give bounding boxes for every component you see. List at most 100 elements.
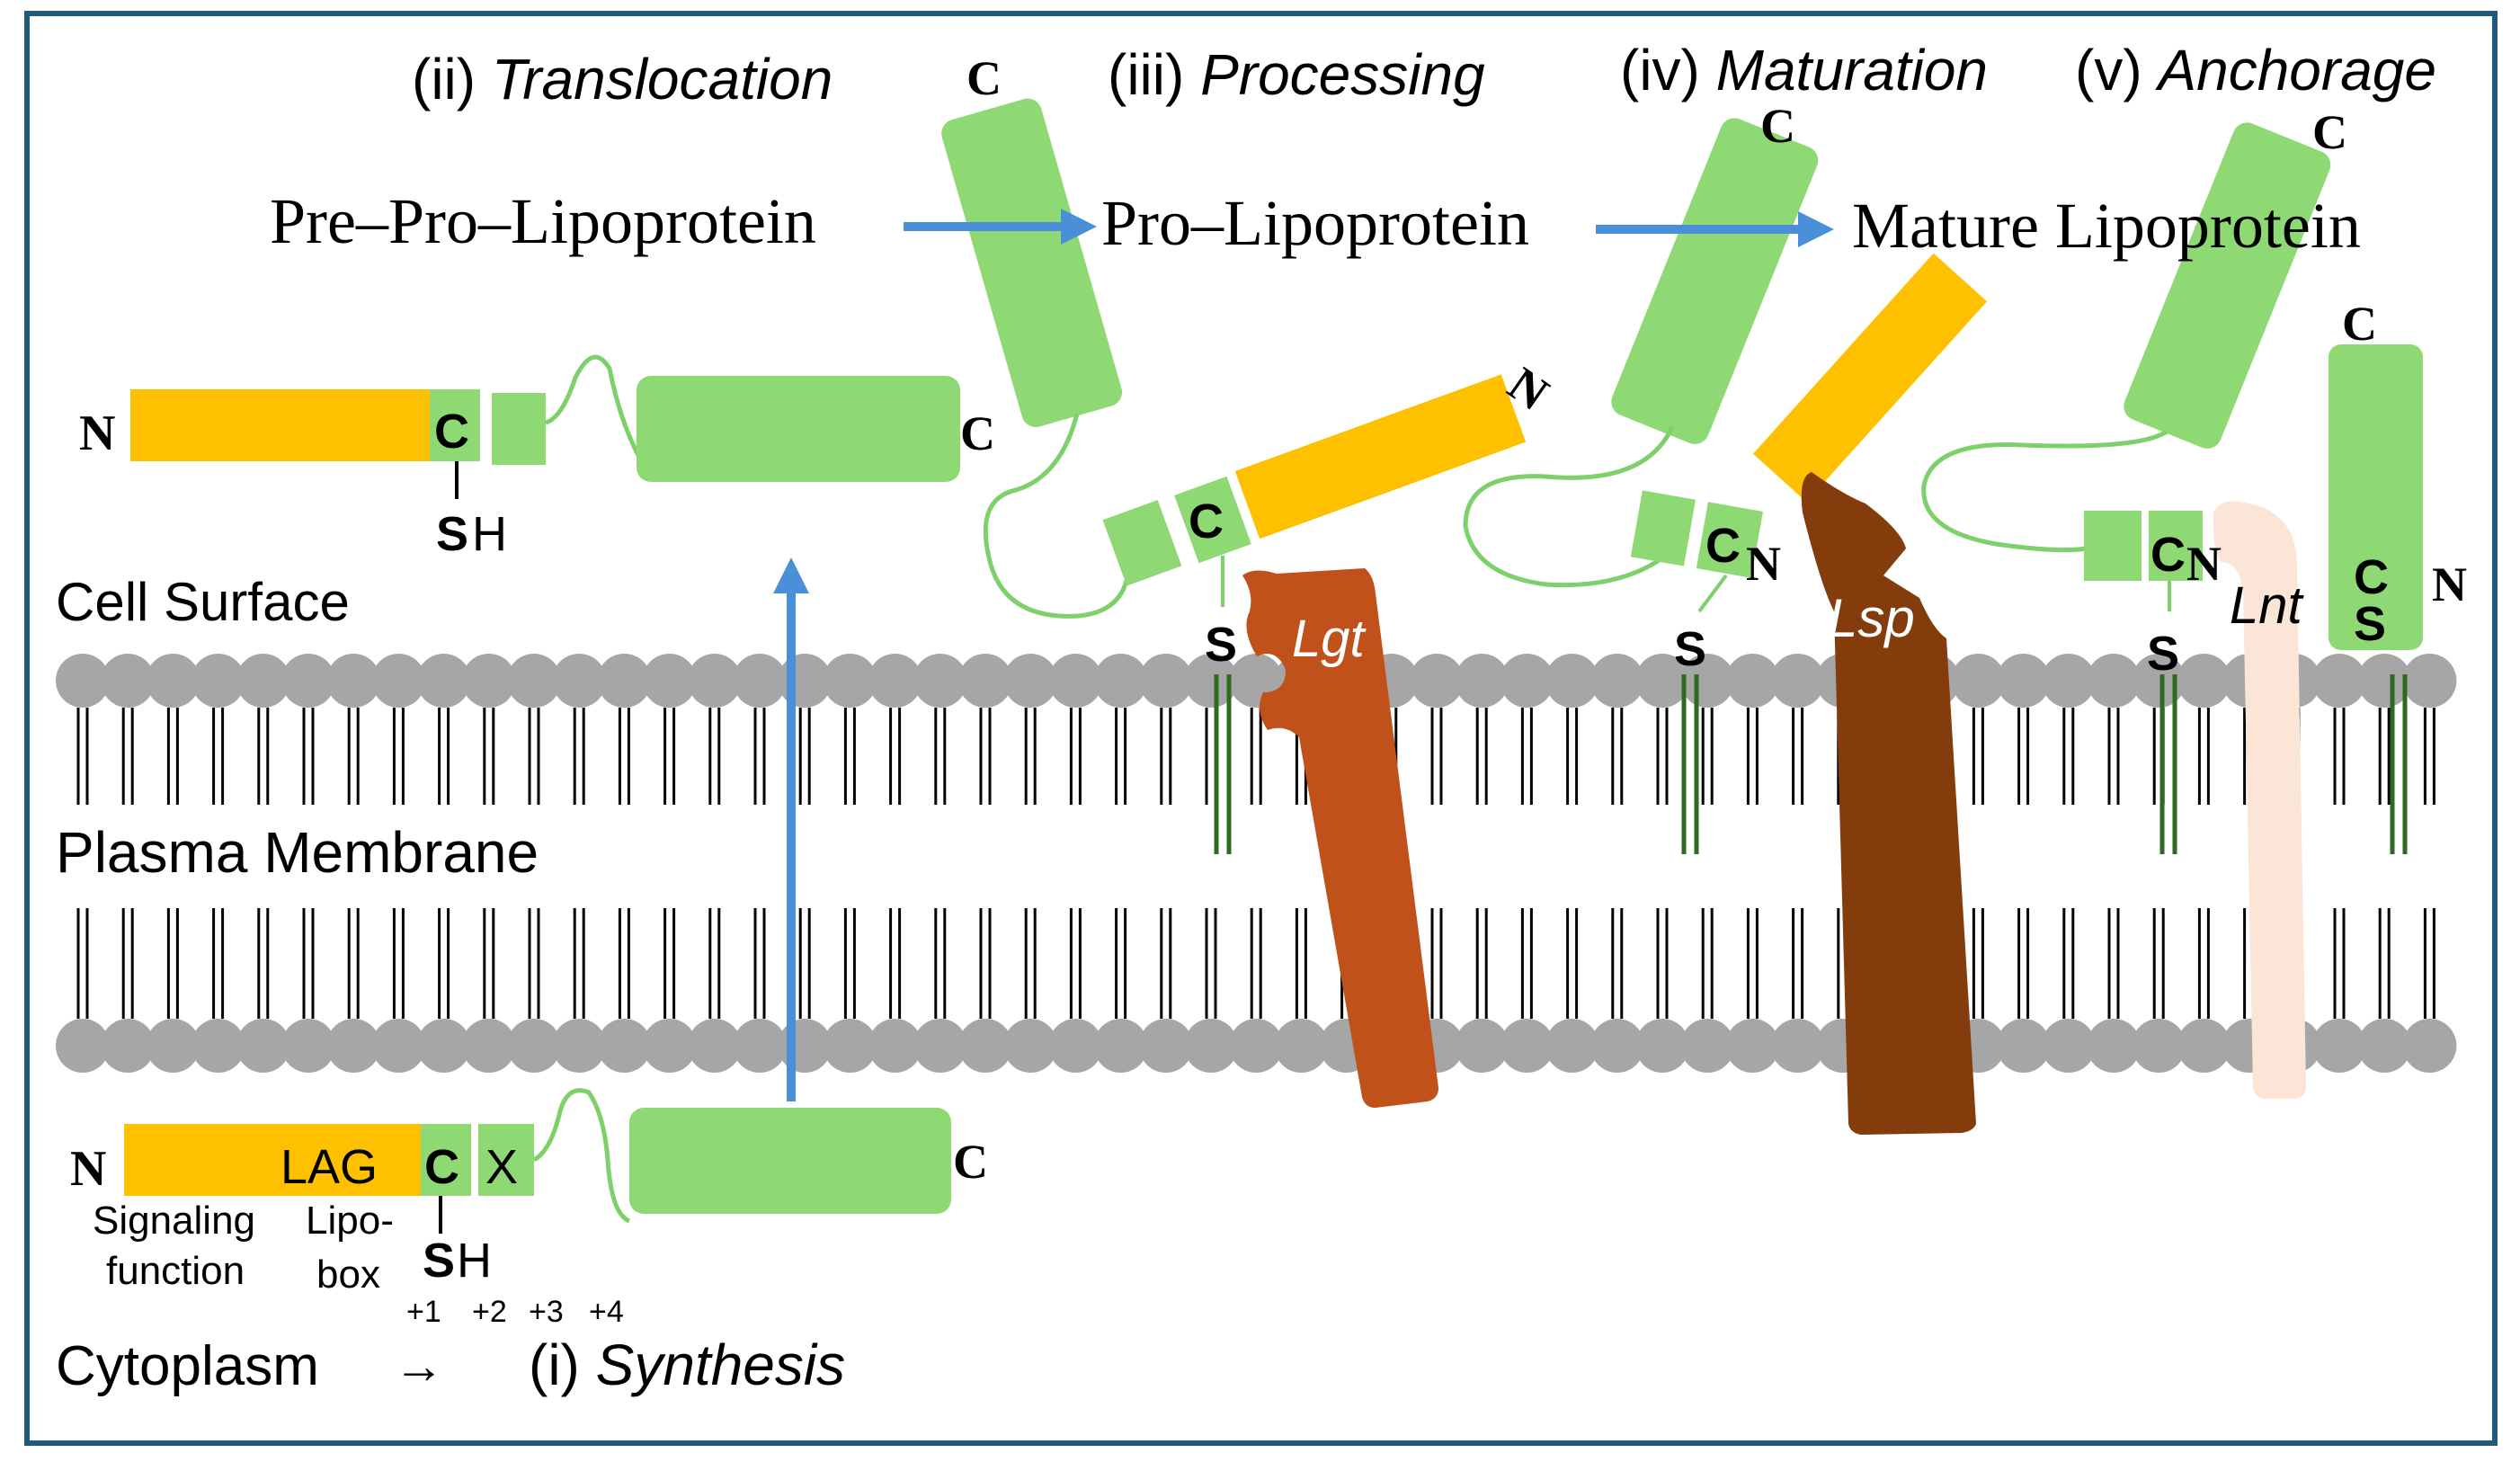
lipid-head: [2041, 1019, 2096, 1073]
lipid-head: [1725, 1019, 1780, 1073]
hydrogen-label-2: H: [472, 507, 507, 561]
lipid-head: [2087, 654, 2141, 708]
lipid-head: [1725, 654, 1780, 708]
svg-text:(iii) Processing: (iii) Processing: [1108, 42, 1485, 107]
stage-name-anchorage: Anchorage: [2154, 38, 2436, 103]
lgt-enzyme: [1242, 568, 1438, 1108]
lipid-head: [1545, 654, 1599, 708]
lipid-head: [1589, 1019, 1644, 1073]
lipid-head: [507, 1019, 561, 1073]
lipid-head: [597, 654, 652, 708]
lipid-head: [101, 654, 156, 708]
lipid-head: [191, 1019, 245, 1073]
lipid-head: [1455, 654, 1509, 708]
c-terminus-label-anchored: C: [2342, 297, 2377, 351]
cell-surface-label: Cell Surface: [56, 572, 350, 632]
lipid-head: [2087, 1019, 2141, 1073]
signaling-label-2: function: [106, 1249, 245, 1293]
stage-name-translocation: Translocation: [492, 47, 833, 111]
lipid-head: [1996, 654, 2051, 708]
sulfur-label-iii: S: [1205, 618, 1237, 672]
lsp-label: Lsp: [1828, 588, 1915, 648]
lipid-head: [2041, 654, 2096, 708]
stage-title-synthesis: (i) Synthesis: [529, 1333, 845, 1397]
x-box-iii: [1102, 500, 1182, 586]
lnt-label: Lnt: [2230, 576, 2305, 635]
anchorage-complex: [1921, 122, 2423, 1099]
lipid-head: [1589, 654, 1644, 708]
lipid-head: [1996, 1019, 2051, 1073]
lipid-head: [416, 654, 471, 708]
lipid-head: [2312, 654, 2366, 708]
linker-strand-iii: [983, 413, 1131, 619]
x-box-iv: [1630, 490, 1696, 566]
lipid-head: [507, 654, 561, 708]
mature-domain-2: [637, 376, 960, 482]
c-terminus-label-iv: C: [1760, 99, 1795, 153]
lipid-head: [1003, 1019, 1058, 1073]
processing-complex: [941, 98, 1527, 1108]
cys-label-iv: C: [1705, 519, 1741, 573]
anchored-lipoprotein: [2329, 344, 2423, 650]
lipobox-x-box: [478, 1124, 534, 1196]
lipid-head: [733, 1019, 787, 1073]
position-plus1: +1: [406, 1295, 441, 1329]
n-terminus-label-anchored: N: [2432, 557, 2467, 611]
cysteine-box-iv: [1696, 502, 1763, 578]
cysteine-box-2: [430, 389, 480, 461]
lipid-head: [868, 1019, 922, 1073]
lipobox-label-1: Lipo-: [306, 1199, 394, 1243]
lipid-head: [913, 1019, 967, 1073]
x-box-v: [2084, 511, 2142, 581]
cysteine-box-v: [2149, 511, 2203, 581]
plasma-membrane-label: Plasma Membrane: [56, 820, 539, 885]
lipid-head: [1184, 1019, 1238, 1073]
lipid-head: [371, 1019, 426, 1073]
sulfur-label-2: S: [436, 507, 468, 561]
lipid-head: [552, 654, 607, 708]
lipid-head: [823, 654, 877, 708]
stage-name-maturation: Maturation: [1716, 38, 1988, 103]
lipid-head: [281, 654, 335, 708]
lipid-head: [1048, 654, 1103, 708]
stage-title-processing: (iii) Processing: [1108, 42, 1485, 107]
lnt-enzyme: [2213, 501, 2306, 1099]
lipid-head: [461, 654, 516, 708]
stage-name-synthesis: Synthesis: [596, 1333, 845, 1397]
lipid-head: [1274, 1019, 1329, 1073]
cys-sidechain-iv: [1697, 574, 1728, 613]
lipid-head: [958, 654, 1012, 708]
lipid-head: [2132, 1019, 2186, 1073]
sulfur-label: S: [423, 1234, 455, 1288]
lipid-head: [2357, 654, 2412, 708]
maturation-complex: [1463, 118, 1988, 1135]
stage-name-processing: Processing: [1200, 42, 1485, 107]
cys-label-2: C: [434, 405, 469, 459]
lipid-head: [101, 1019, 156, 1073]
svg-text:(v) Anchorage: (v) Anchorage: [2075, 38, 2436, 103]
pre-pro-lipoprotein-cytoplasmic: [124, 1088, 951, 1234]
lipid-head: [416, 1019, 471, 1073]
signal-peptide: [124, 1124, 421, 1196]
lipid-head: [2177, 654, 2231, 708]
lipid-head: [1635, 654, 1689, 708]
svg-text:(iv) Maturation: (iv) Maturation: [1620, 38, 1988, 103]
lipid-head: [1500, 1019, 1554, 1073]
linker-strand: [532, 1088, 631, 1224]
pro-lipoprotein-label: Pro–Lipoprotein: [1101, 187, 1529, 259]
signaling-label-1: Signaling: [93, 1199, 255, 1243]
cytoplasm-label: Cytoplasm: [56, 1335, 319, 1397]
lipid-head: [56, 1019, 110, 1073]
pre-pro-lipoprotein-label: Pre–Pro–Lipoprotein: [270, 185, 816, 257]
position-plus2: +2: [472, 1295, 507, 1329]
signal-peptide-2: [130, 389, 430, 461]
stage-number-v: (v): [2075, 38, 2142, 103]
signal-peptide-iii: [1234, 374, 1527, 539]
x-label: X: [485, 1140, 518, 1194]
lipid-head: [642, 654, 697, 708]
lipid-head: [1770, 654, 1825, 708]
lipid-head: [1545, 1019, 1599, 1073]
pro-mature-domain-iv: [1611, 118, 1819, 444]
lipid-head: [1951, 654, 2006, 708]
